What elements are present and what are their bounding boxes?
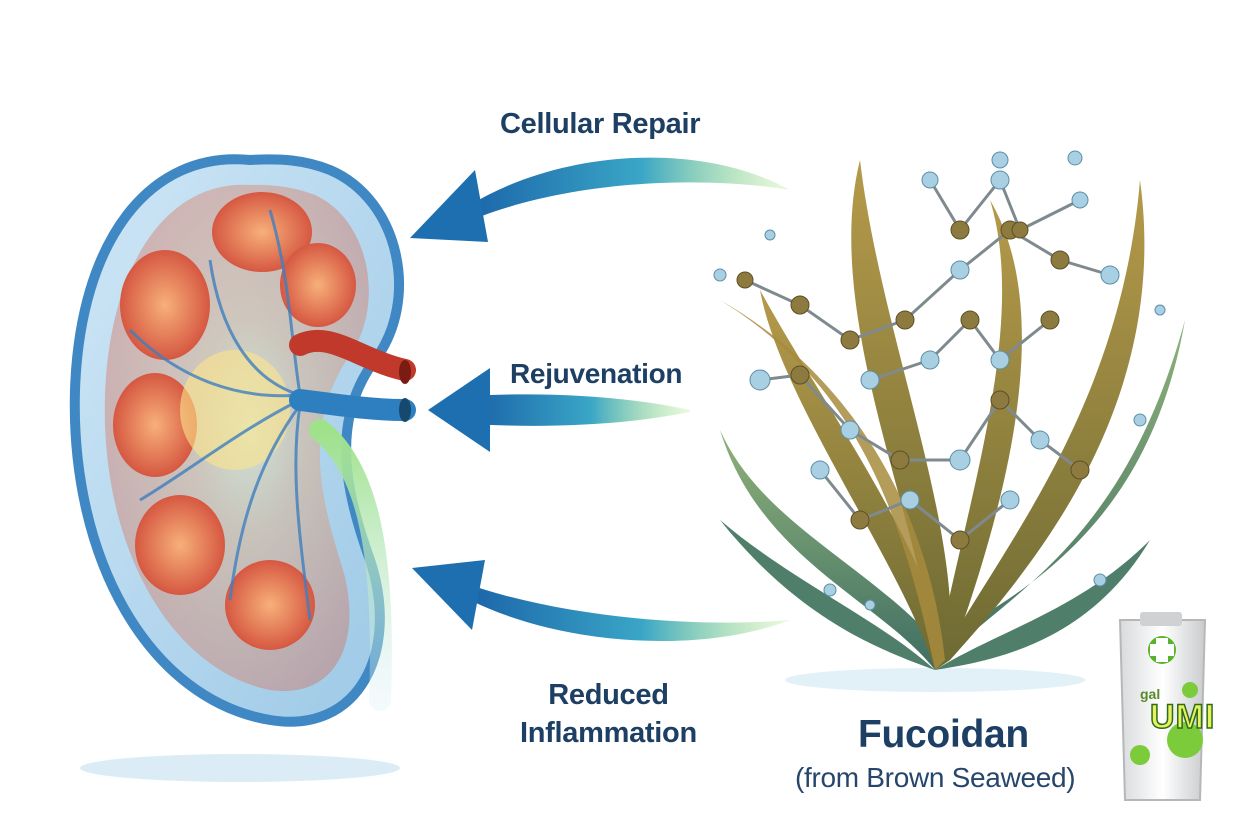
renal-artery	[289, 329, 416, 381]
label-reduced-inflammation: Reduced Inflammation	[520, 676, 697, 752]
label-fucoidan: Fucoidan	[858, 713, 1029, 756]
label-inflammation: Inflammation	[520, 717, 697, 749]
label-cellular-repair: Cellular Repair	[500, 108, 701, 140]
seaweed-shadow	[785, 668, 1085, 692]
arrow-rejuvenation	[428, 368, 690, 452]
product-name-text: UMI	[1149, 697, 1216, 737]
kidney-shadow	[80, 754, 400, 782]
label-reduced: Reduced	[548, 679, 669, 711]
product-brand-text: gal	[1140, 686, 1161, 702]
kidney-illustration	[69, 154, 416, 727]
product-pouch	[1118, 612, 1207, 801]
brown-seaweed-illustration	[713, 150, 1185, 670]
arrow-reduced-inflammation	[412, 560, 790, 642]
renal-vein	[289, 389, 416, 421]
arrow-cellular-repair	[410, 157, 790, 242]
label-source: (from Brown Seaweed)	[795, 762, 1076, 793]
ureter	[309, 419, 392, 711]
label-rejuvenation: Rejuvenation	[510, 358, 683, 389]
